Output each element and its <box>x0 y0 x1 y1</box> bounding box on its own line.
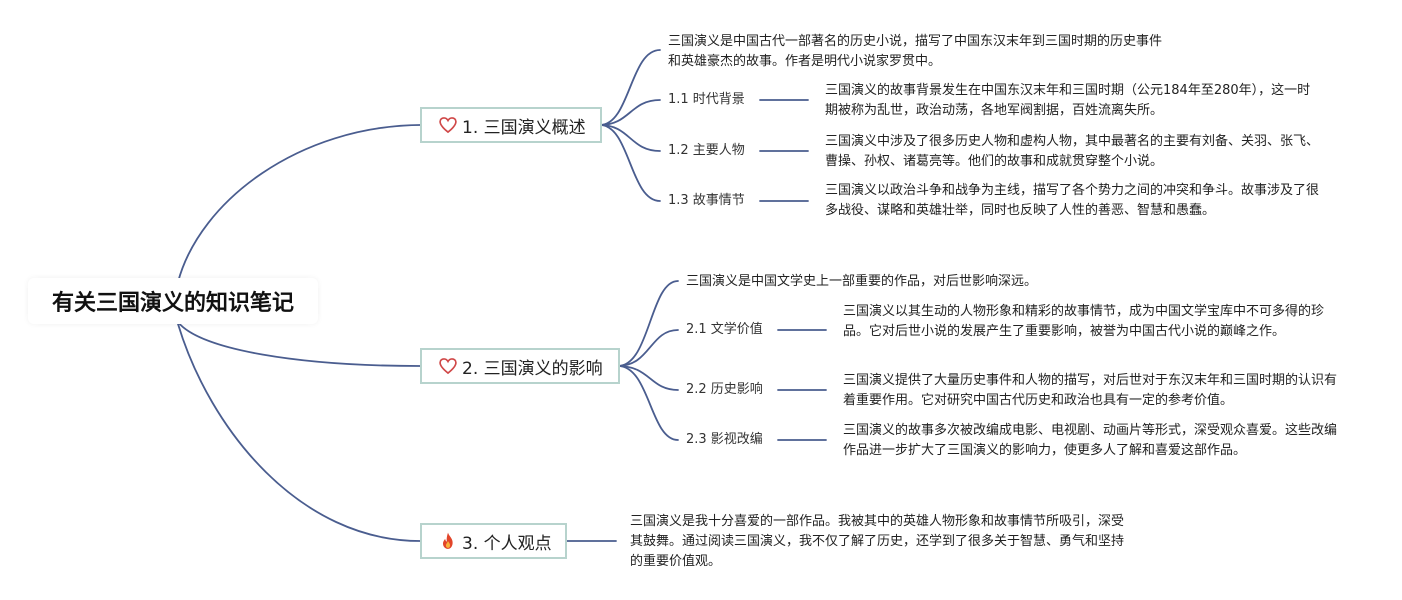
subtopic-text: 三国演义中涉及了很多历史人物和虚构人物，其中最著名的主要有刘备、关羽、张飞、曹操… <box>825 134 1320 169</box>
link-t2-sub2 <box>617 365 679 391</box>
subtopic-label[interactable]: 1.1 时代背景 <box>668 92 745 107</box>
link-root-topic3 <box>177 323 421 542</box>
link-root-topic2 <box>177 321 421 367</box>
link-t1-sub1 <box>599 99 661 126</box>
topic-personal-view[interactable]: 3. 个人观点 <box>420 523 567 559</box>
subtopic-text: 三国演义的故事背景发生在中国东汉末年和三国时期（公元184年至280年），这一时… <box>825 83 1311 118</box>
topic-title: 2. 三国演义的影响 <box>462 358 603 379</box>
topic-influence[interactable]: 2. 三国演义的影响 <box>420 348 620 384</box>
subtopic-label[interactable]: 2.2 历史影响 <box>686 382 763 397</box>
subtopic-text: 三国演义以政治斗争和战争为主线，描写了各个势力之间的冲突和争斗。故事涉及了很多战… <box>825 183 1320 218</box>
subtopic-label[interactable]: 1.3 故事情节 <box>668 193 745 208</box>
topic-overview[interactable]: 1. 三国演义概述 <box>420 107 602 143</box>
topic-summary: 三国演义是中国文学史上一部重要的作品，对后世影响深远。 <box>686 274 1038 289</box>
heart-icon <box>438 356 458 376</box>
topic-title: 1. 三国演义概述 <box>462 117 586 138</box>
subtopic-text: 三国演义提供了大量历史事件和人物的描写，对后世对于东汉末年和三国时期的认识有着重… <box>843 373 1338 408</box>
link-t1-sub2 <box>599 124 661 152</box>
topic-summary: 三国演义是我十分喜爱的一部作品。我被其中的英雄人物形象和故事情节所吸引，深受其鼓… <box>630 514 1125 569</box>
subtopic-label[interactable]: 2.1 文学价值 <box>686 322 763 337</box>
fire-icon <box>438 531 458 551</box>
subtopic-text: 三国演义的故事多次被改编成电影、电视剧、动画片等形式，深受观众喜爱。这些改编作品… <box>843 423 1338 458</box>
subtopic-label[interactable]: 2.3 影视改编 <box>686 432 763 447</box>
link-root-topic1 <box>177 124 421 283</box>
topic-summary: 三国演义是中国古代一部著名的历史小说，描写了中国东汉末年到三国时期的历史事件和英… <box>668 34 1163 69</box>
subtopic-text: 三国演义以其生动的人物形象和精彩的故事情节，成为中国文学宝库中不可多得的珍品。它… <box>843 304 1325 339</box>
link-t2-sub3 <box>617 365 679 441</box>
link-t1-summary <box>599 49 661 126</box>
subtopic-label[interactable]: 1.2 主要人物 <box>668 143 745 158</box>
topic-title: 3. 个人观点 <box>462 533 552 554</box>
link-t1-sub3 <box>599 124 661 202</box>
link-t2-summary <box>617 280 679 367</box>
root-title: 有关三国演义的知识笔记 <box>51 291 294 316</box>
root-topic[interactable]: 有关三国演义的知识笔记 <box>28 278 318 324</box>
heart-icon <box>438 115 458 135</box>
link-t2-sub1 <box>617 329 679 367</box>
